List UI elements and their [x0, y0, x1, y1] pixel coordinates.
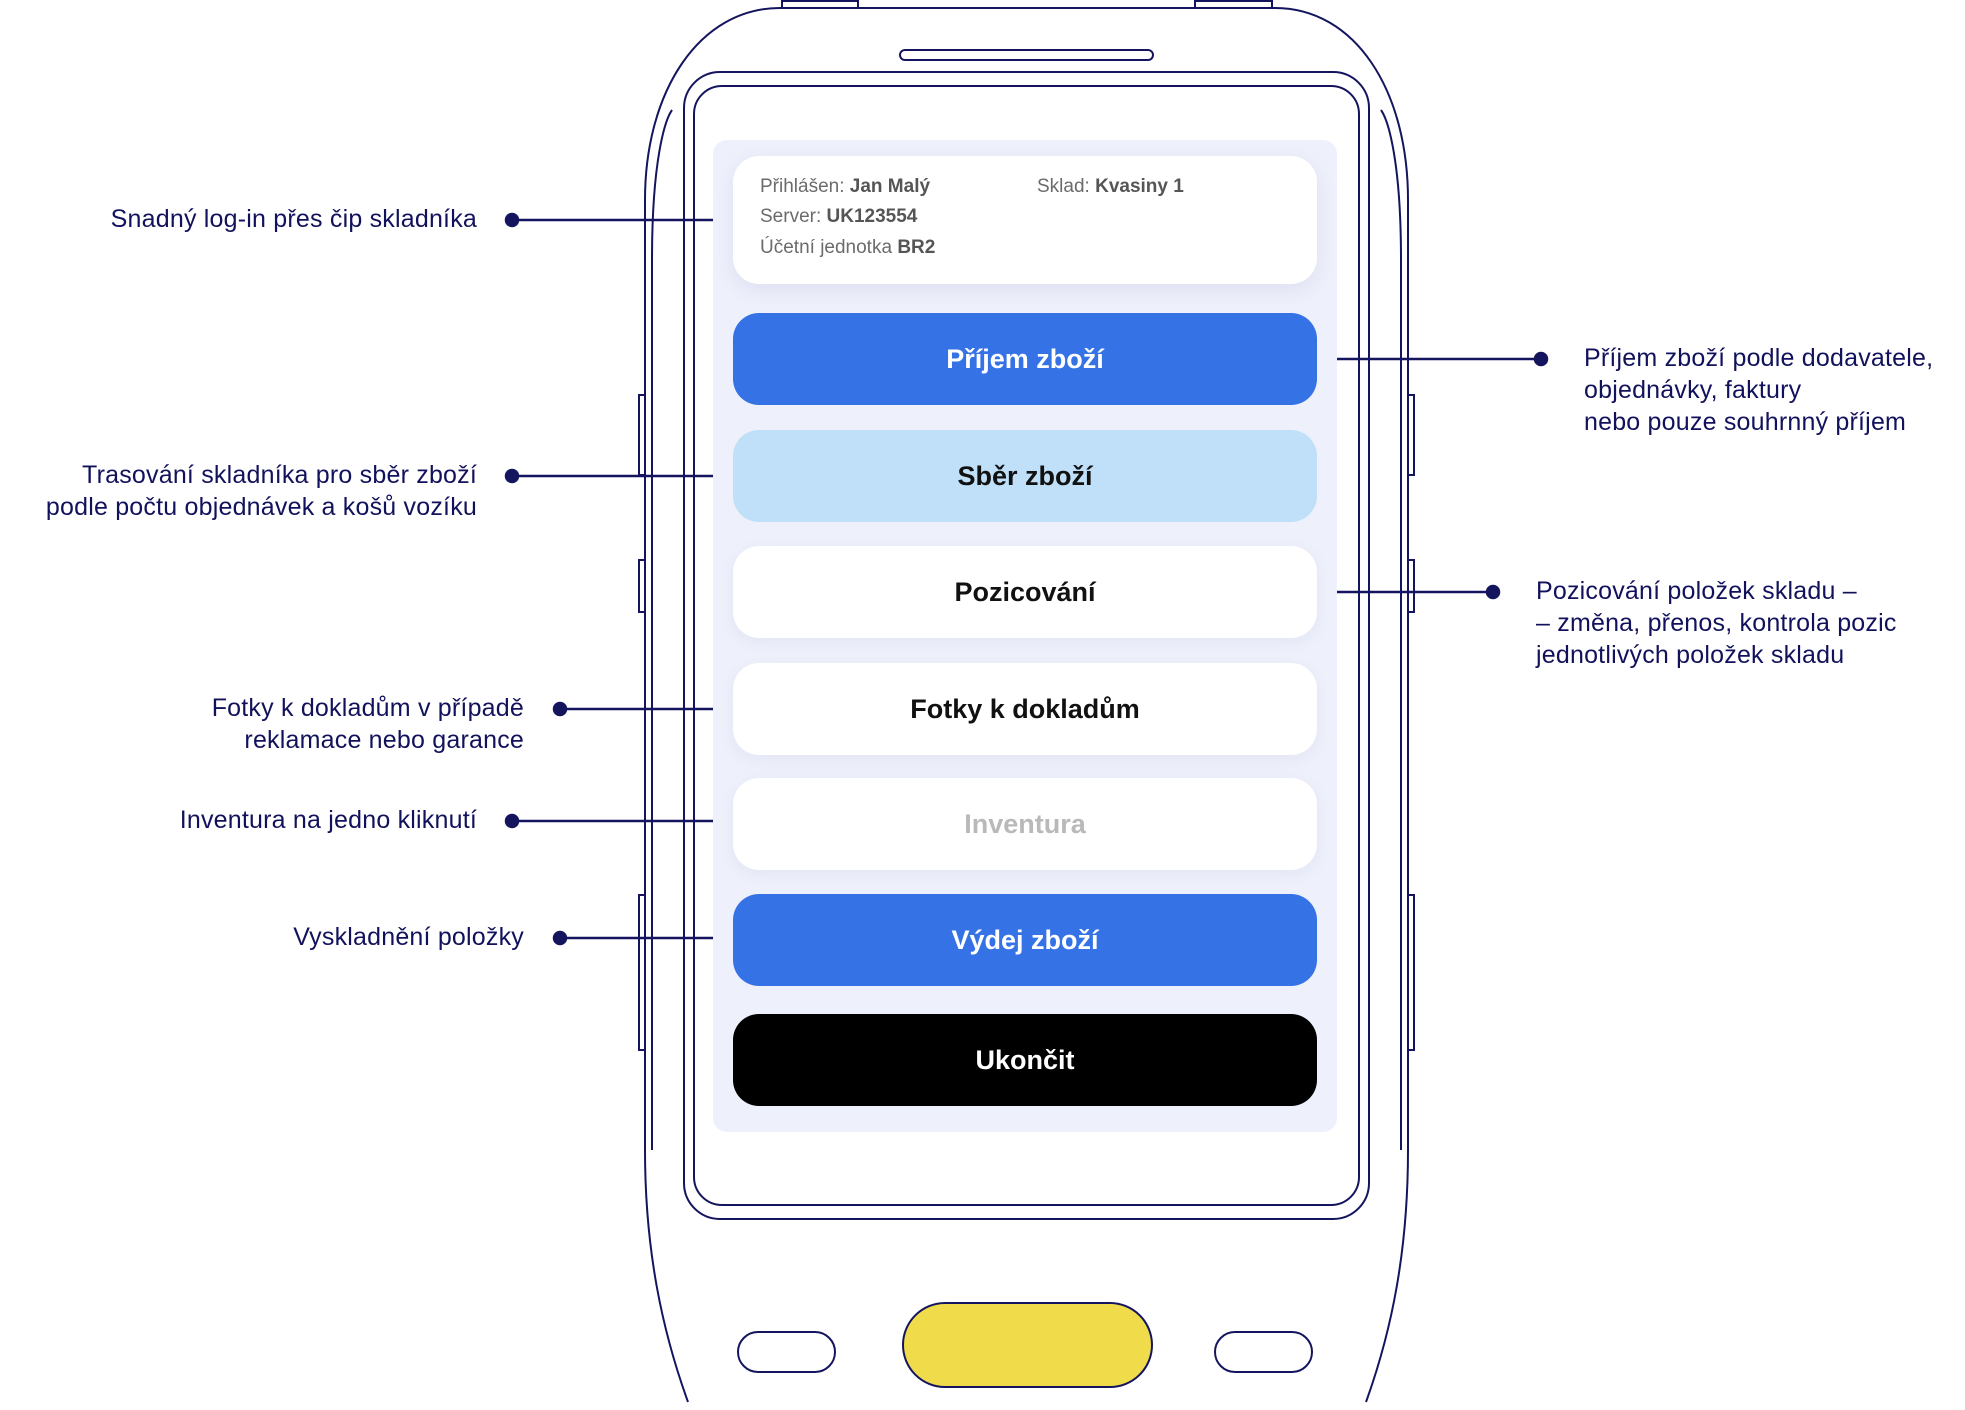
connector-login: [504, 212, 743, 228]
side-button-left-3: [638, 894, 645, 1051]
unit-label: Účetní jednotka: [760, 237, 893, 258]
annotation-issue: Vyskladnění položky: [293, 923, 524, 951]
bottom-key-left: [737, 1331, 836, 1373]
unit-name: BR2: [897, 237, 936, 258]
logged-label: Přihlášen:: [760, 176, 845, 197]
connector-position: [1312, 584, 1501, 600]
connector-picking: [504, 468, 743, 484]
annotation-login: Snadný log-in přes čip skladníka: [110, 205, 477, 233]
bottom-key-right: [1214, 1331, 1313, 1373]
top-bump-left: [781, 0, 859, 8]
device-body: [644, 7, 1409, 1403]
pick-goods-button[interactable]: Sběr zboží: [733, 430, 1317, 522]
document-photos-button[interactable]: Fotky k dokladům: [733, 663, 1317, 755]
warehouse-label: Sklad:: [1037, 176, 1090, 197]
warehouse-name: Kvasiny 1: [1095, 176, 1184, 197]
logged-user-row: Přihlášen: Jan Malý: [760, 176, 930, 198]
exit-button[interactable]: Ukončit: [733, 1014, 1317, 1106]
logged-user: Jan Malý: [849, 176, 931, 197]
server-row: Server: UK123554: [760, 206, 917, 228]
server-name: UK123554: [826, 206, 918, 227]
issue-goods-button[interactable]: Výdej zboží: [733, 894, 1317, 986]
top-bump-right: [1194, 0, 1273, 8]
side-button-right-1: [1408, 394, 1415, 476]
warehouse-row: Sklad: Kvasiny 1: [1037, 176, 1184, 198]
bezel-inner: [693, 85, 1360, 1206]
inventory-button[interactable]: Inventura: [733, 778, 1317, 870]
unit-row: Účetní jednotka BR2: [760, 237, 935, 259]
annotation-picking: Trasování skladníka pro sběr zboží podle…: [45, 461, 477, 521]
receive-goods-button[interactable]: Příjem zboží: [733, 313, 1317, 405]
positioning-button[interactable]: Pozicování: [733, 546, 1317, 638]
side-button-right-3: [1408, 894, 1415, 1051]
side-button-left-2: [638, 559, 645, 613]
connector-inventory: [504, 813, 743, 829]
annotation-position: Pozicování položek skladu – – změna, pře…: [1536, 577, 1897, 669]
side-button-right-2: [1408, 559, 1415, 613]
annotation-inventory: Inventura na jedno kliknutí: [179, 806, 477, 834]
login-info-card: Přihlášen: Jan Malý Sklad: Kvasiny 1 Ser…: [733, 156, 1317, 284]
server-label: Server:: [760, 206, 822, 227]
connector-receive: [1312, 351, 1549, 367]
speaker: [899, 49, 1154, 61]
annotation-photos: Fotky k dokladům v případě reklamace neb…: [211, 694, 524, 754]
scan-button: [902, 1302, 1153, 1388]
annotation-receive: Příjem zboží podle dodavatele, objednávk…: [1584, 344, 1934, 436]
bezel-outer: [683, 71, 1370, 1220]
device-inner-edge: [651, 109, 1402, 1150]
